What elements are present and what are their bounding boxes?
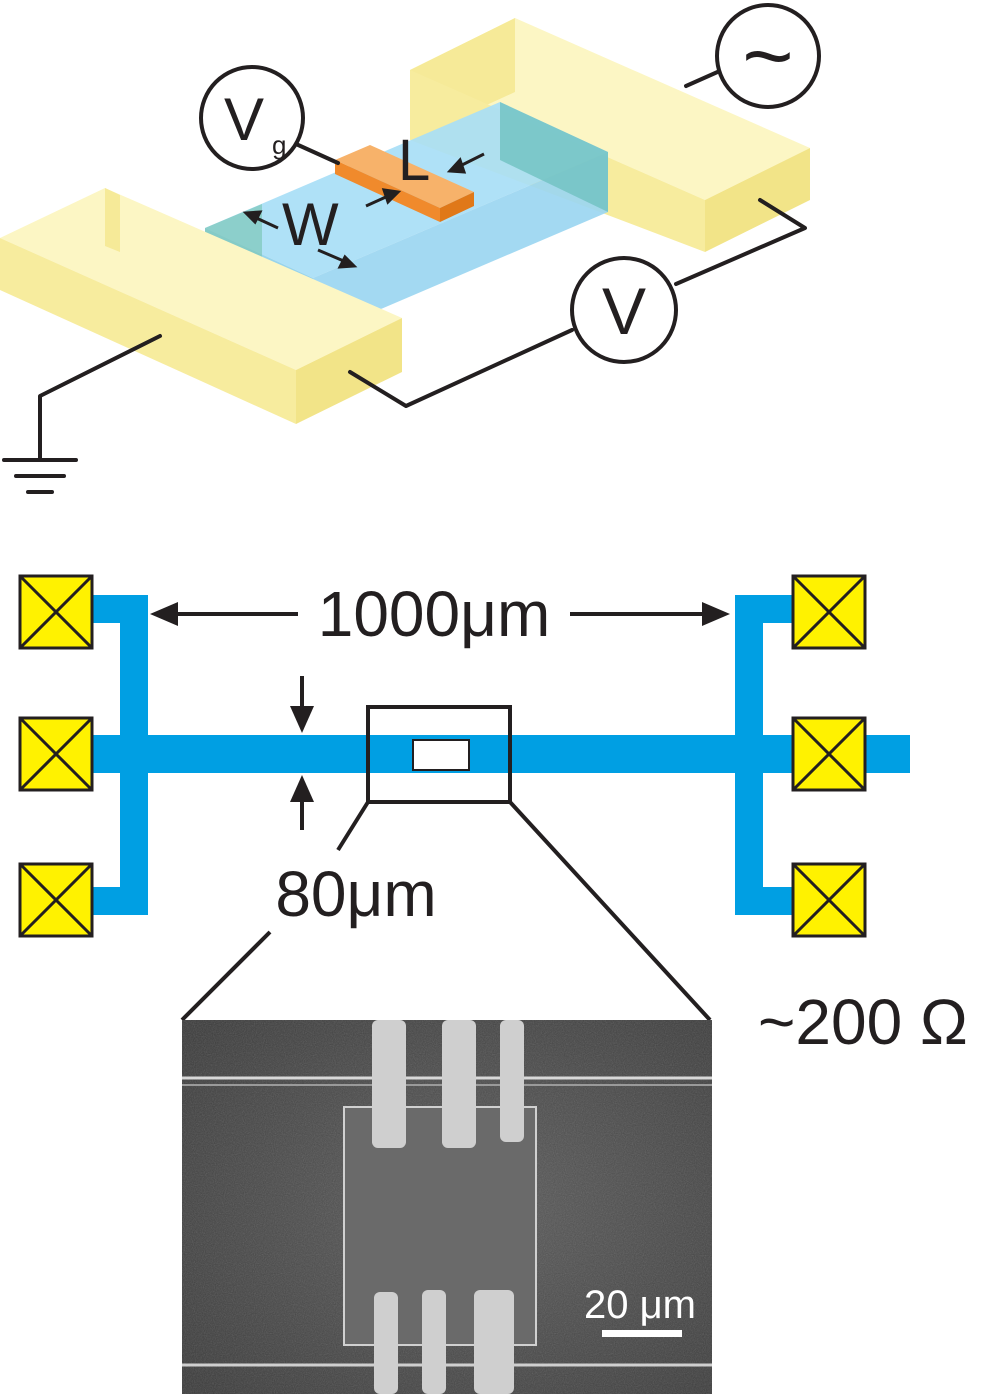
hall-bar-length-label: 1000μm (318, 578, 551, 650)
zoom-line-left (336, 800, 370, 852)
dimension-arrows (242, 152, 485, 269)
gate-wire (294, 142, 340, 165)
contact-pad (791, 862, 867, 938)
voltmeter-wire-right (674, 198, 807, 286)
contact-pad (18, 574, 94, 650)
zoom-region-box (366, 705, 512, 804)
hall-bar-width-label: 80μm (275, 858, 436, 930)
voltmeter-wire (348, 328, 574, 408)
gate-voltage-subscript: g (272, 130, 286, 160)
top-electrodes (372, 1020, 524, 1148)
source-wire (684, 68, 724, 88)
ac-source-symbol: ~ (742, 6, 793, 105)
scale-bar (602, 1330, 682, 1337)
hall-bar-layout: 1000μm 80μm ~200 Ω (18, 574, 968, 1058)
contact-pad (18, 716, 94, 792)
resistance-label: ~200 Ω (758, 986, 968, 1058)
width-dimension-arrows (290, 676, 314, 830)
hall-bar (90, 595, 910, 915)
ac-source-circle (715, 3, 821, 109)
scale-bar-label: 20 μm (584, 1283, 696, 1327)
contact-pad (791, 716, 867, 792)
bottom-electrodes (374, 1290, 514, 1394)
gate-voltage-source-circle (199, 65, 305, 171)
sem-micrograph: 20 μm (182, 1020, 712, 1394)
contact-pads (18, 574, 867, 938)
sample-window (412, 739, 470, 771)
voltmeter-symbol: V (602, 274, 646, 348)
ground-wire (38, 334, 162, 462)
length-label: L (398, 128, 430, 193)
device-schematic: V g ~ V W L (0, 3, 821, 494)
width-label: W (282, 191, 339, 258)
contact-pad (791, 574, 867, 650)
voltmeter-circle (570, 256, 678, 364)
contact-pad (18, 862, 94, 938)
length-dimension-arrow (150, 602, 730, 626)
gate-voltage-symbol: V (224, 86, 264, 153)
zoom-line-right (508, 800, 712, 1022)
zoom-line-left-lower (180, 930, 272, 1022)
